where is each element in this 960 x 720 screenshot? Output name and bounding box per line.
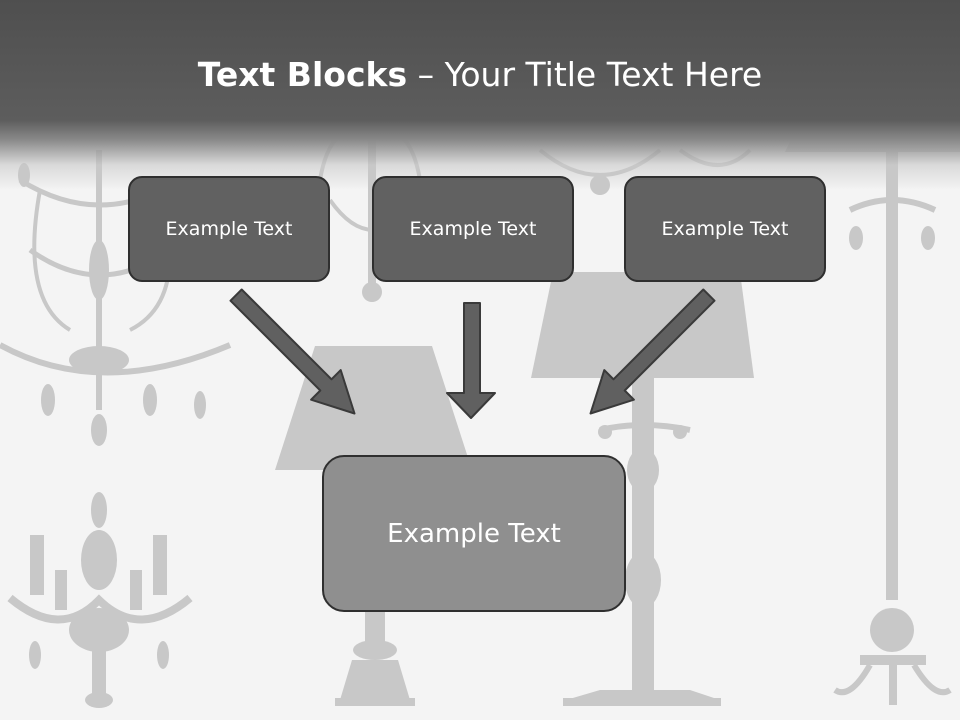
arrow-left-to-center: [229, 288, 356, 415]
arrow-right-to-center: [589, 288, 716, 415]
text-block-2: Example Text: [372, 176, 574, 282]
text-block-1-label: Example Text: [165, 218, 293, 240]
text-block-2-label: Example Text: [409, 218, 537, 240]
text-block-3: Example Text: [624, 176, 826, 282]
center-text-block-label: Example Text: [387, 518, 561, 549]
text-block-1: Example Text: [128, 176, 330, 282]
slide-title: Text Blocks – Your Title Text Here: [0, 52, 960, 98]
center-text-block: Example Text: [322, 455, 626, 612]
title-band: [0, 0, 960, 190]
title-dash: –: [407, 55, 445, 94]
arrow-middle-to-center: [446, 302, 496, 419]
title-bold-part: Text Blocks: [197, 55, 408, 94]
text-block-3-label: Example Text: [661, 218, 789, 240]
title-rest-part: Your Title Text Here: [444, 55, 763, 94]
candelabra-left-silhouette: [7, 492, 193, 708]
